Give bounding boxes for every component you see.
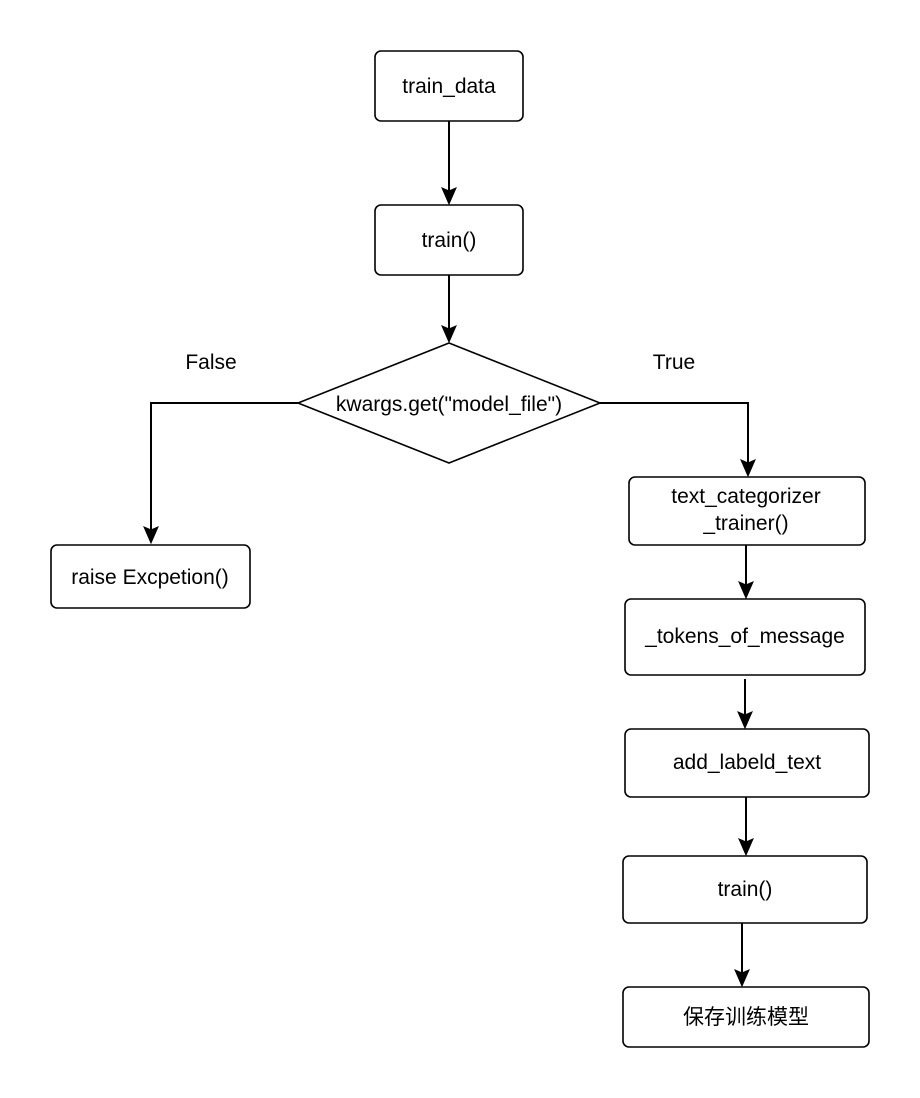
edge-text-categorizer-to-tokens [738,545,754,600]
node-raise-exception: raise Excpetion() [50,544,251,609]
node-train-final: train() [622,855,868,924]
edge-train-to-save-model [734,923,750,988]
node-text-categorizer-label-line1: text_categorizer [671,485,820,508]
node-text-categorizer-trainer: text_categorizer _trainer() [628,476,866,546]
node-raise-exception-label: raise Excpetion() [71,566,229,589]
edge-add-labeld-to-train [738,797,754,857]
node-tokens-of-message: _tokens_of_message [624,598,866,676]
node-tokens-of-message-label: _tokens_of_message [644,625,845,648]
node-save-model-label: 保存训练模型 [683,1006,809,1029]
node-train: train() [374,204,524,276]
node-save-model: 保存训练模型 [622,986,870,1048]
edge-decision-true-to-text-categorizer [600,402,756,478]
branch-true-label: True [653,351,695,374]
node-decision-label: kwargs.get("model_file") [336,393,562,416]
branch-false-label: False [185,351,236,374]
edge-train-data-to-train [441,121,457,206]
edge-tokens-to-add-labeld [737,679,753,730]
node-train-final-label: train() [718,878,773,901]
edge-decision-false-to-raise [143,402,298,545]
node-train-data-label: train_data [402,75,496,98]
edge-train-to-decision [441,275,457,344]
node-add-labeld-text-label: add_labeld_text [673,751,821,774]
node-decision-model-file: kwargs.get("model_file") [295,342,603,464]
node-train-label: train() [422,229,477,252]
node-text-categorizer-label-line2: _trainer() [702,512,788,535]
node-add-labeld-text: add_labeld_text [624,728,870,798]
node-train-data: train_data [374,50,524,122]
